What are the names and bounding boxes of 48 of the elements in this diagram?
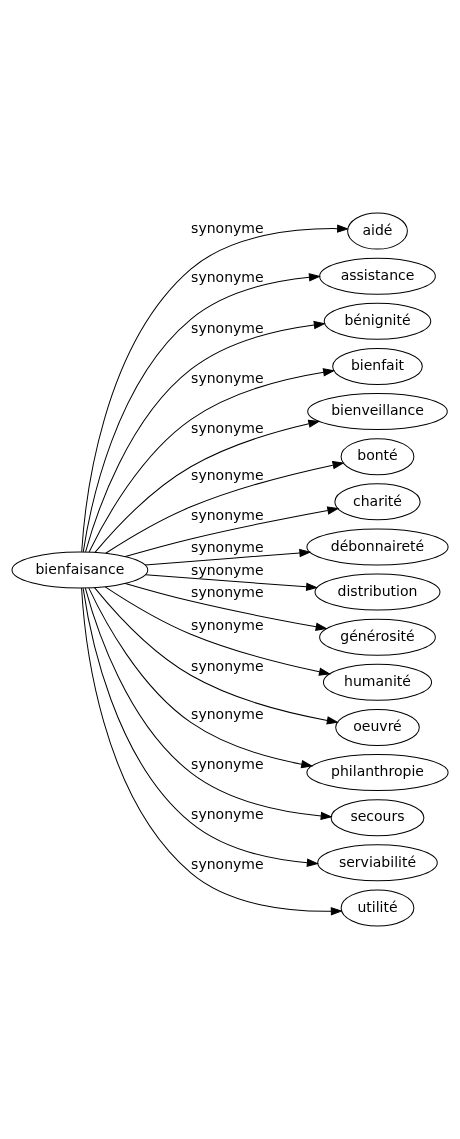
node-ellipse: charité — [334, 483, 421, 521]
edge-label: synonyme — [191, 755, 264, 772]
arrow — [84, 587, 332, 820]
node-ellipse: secours — [330, 799, 425, 837]
edge-label: synonyme — [191, 269, 264, 286]
edge-label: synonyme — [191, 584, 264, 601]
edge-label: synonyme — [191, 466, 264, 483]
arrow — [94, 587, 338, 725]
edge-label: synonyme — [191, 617, 264, 634]
arrow — [105, 461, 344, 554]
edge-label: synonyme — [191, 658, 264, 675]
edge-label: synonyme — [191, 705, 264, 722]
edge-label: synonyme — [191, 507, 264, 524]
arrow — [82, 273, 320, 553]
node-ellipse: humanité — [322, 663, 433, 701]
arrow — [88, 587, 313, 769]
edge-label: synonyme — [191, 856, 264, 873]
edge-label: synonyme — [191, 539, 264, 556]
node-ellipse: bienfait — [332, 347, 423, 385]
node-ellipse: bénignité — [323, 302, 432, 340]
arrow — [124, 506, 339, 558]
edge-label: synonyme — [191, 562, 264, 579]
arrow — [104, 586, 331, 676]
edge-label: synonyme — [191, 805, 264, 822]
arrow — [81, 224, 349, 553]
node-ellipse: philanthropie — [306, 754, 449, 792]
node-ellipse: aidé — [347, 212, 408, 250]
arrow — [124, 583, 327, 631]
node-ellipse: oeuvré — [335, 708, 420, 746]
node-ellipse: assistance — [319, 257, 436, 295]
edge-label: synonyme — [191, 369, 264, 386]
edge-label: synonyme — [191, 220, 264, 237]
edge-label: synonyme — [191, 319, 264, 336]
node-ellipse: distribution — [314, 573, 441, 611]
arrow — [94, 419, 320, 553]
arrow — [88, 368, 335, 553]
arrow — [82, 587, 318, 867]
arrow — [85, 321, 325, 553]
node-ellipse: générosité — [319, 618, 436, 656]
node-ellipse: bienfaisance — [11, 551, 149, 589]
node-ellipse: débonnaireté — [306, 528, 449, 566]
arrow — [144, 548, 311, 566]
arrow — [144, 574, 318, 591]
node-ellipse: utilité — [340, 889, 415, 927]
edge-label: synonyme — [191, 419, 264, 436]
node-ellipse: bonté — [340, 438, 415, 476]
node-ellipse: serviabilité — [317, 844, 438, 882]
arrow — [81, 587, 342, 916]
